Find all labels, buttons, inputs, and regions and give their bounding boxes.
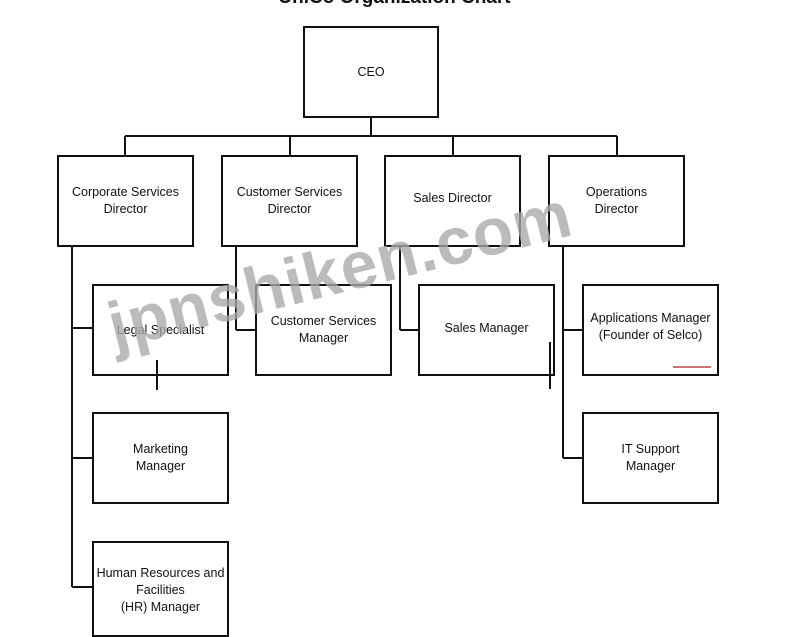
node-legal-specialist: Legal Specialist	[92, 284, 229, 376]
node-corporate-services-director-label: Corporate Services Director	[72, 185, 179, 216]
chart-title: UniCo Organization Chart	[0, 0, 789, 9]
node-hr-manager-label: Human Resources and Facilities (HR) Mana…	[96, 566, 225, 614]
node-sales-manager-label: Sales Manager	[444, 320, 529, 335]
node-operations-director-label: Operations Director	[585, 185, 648, 216]
node-ceo-label: CEO	[357, 64, 385, 79]
node-it-support-manager-label: IT Support Manager	[621, 442, 680, 473]
red-underline	[673, 366, 711, 368]
node-customer-services-director-label: Customer Services Director	[236, 185, 343, 216]
node-sales-manager: Sales Manager	[418, 284, 555, 376]
node-it-support-manager: IT Support Manager	[582, 412, 719, 504]
node-legal-specialist-label: Legal Specialist	[116, 322, 205, 337]
stray-mark	[549, 342, 551, 389]
stray-mark	[156, 360, 158, 390]
node-customer-services-manager-label: Customer Services Manager	[270, 314, 377, 345]
node-customer-services-director: Customer Services Director	[221, 155, 358, 247]
node-applications-manager-label: Applications Manager (Founder of Selco)	[590, 311, 711, 342]
node-operations-director: Operations Director	[548, 155, 685, 247]
node-corporate-services-director: Corporate Services Director	[57, 155, 194, 247]
node-hr-manager: Human Resources and Facilities (HR) Mana…	[92, 541, 229, 637]
node-marketing-manager-label: Marketing Manager	[133, 442, 188, 473]
node-ceo: CEO	[303, 26, 439, 118]
node-customer-services-manager: Customer Services Manager	[255, 284, 392, 376]
node-sales-director: Sales Director	[384, 155, 521, 247]
node-marketing-manager: Marketing Manager	[92, 412, 229, 504]
node-sales-director-label: Sales Director	[413, 190, 492, 205]
node-applications-manager: Applications Manager (Founder of Selco)	[582, 284, 719, 376]
